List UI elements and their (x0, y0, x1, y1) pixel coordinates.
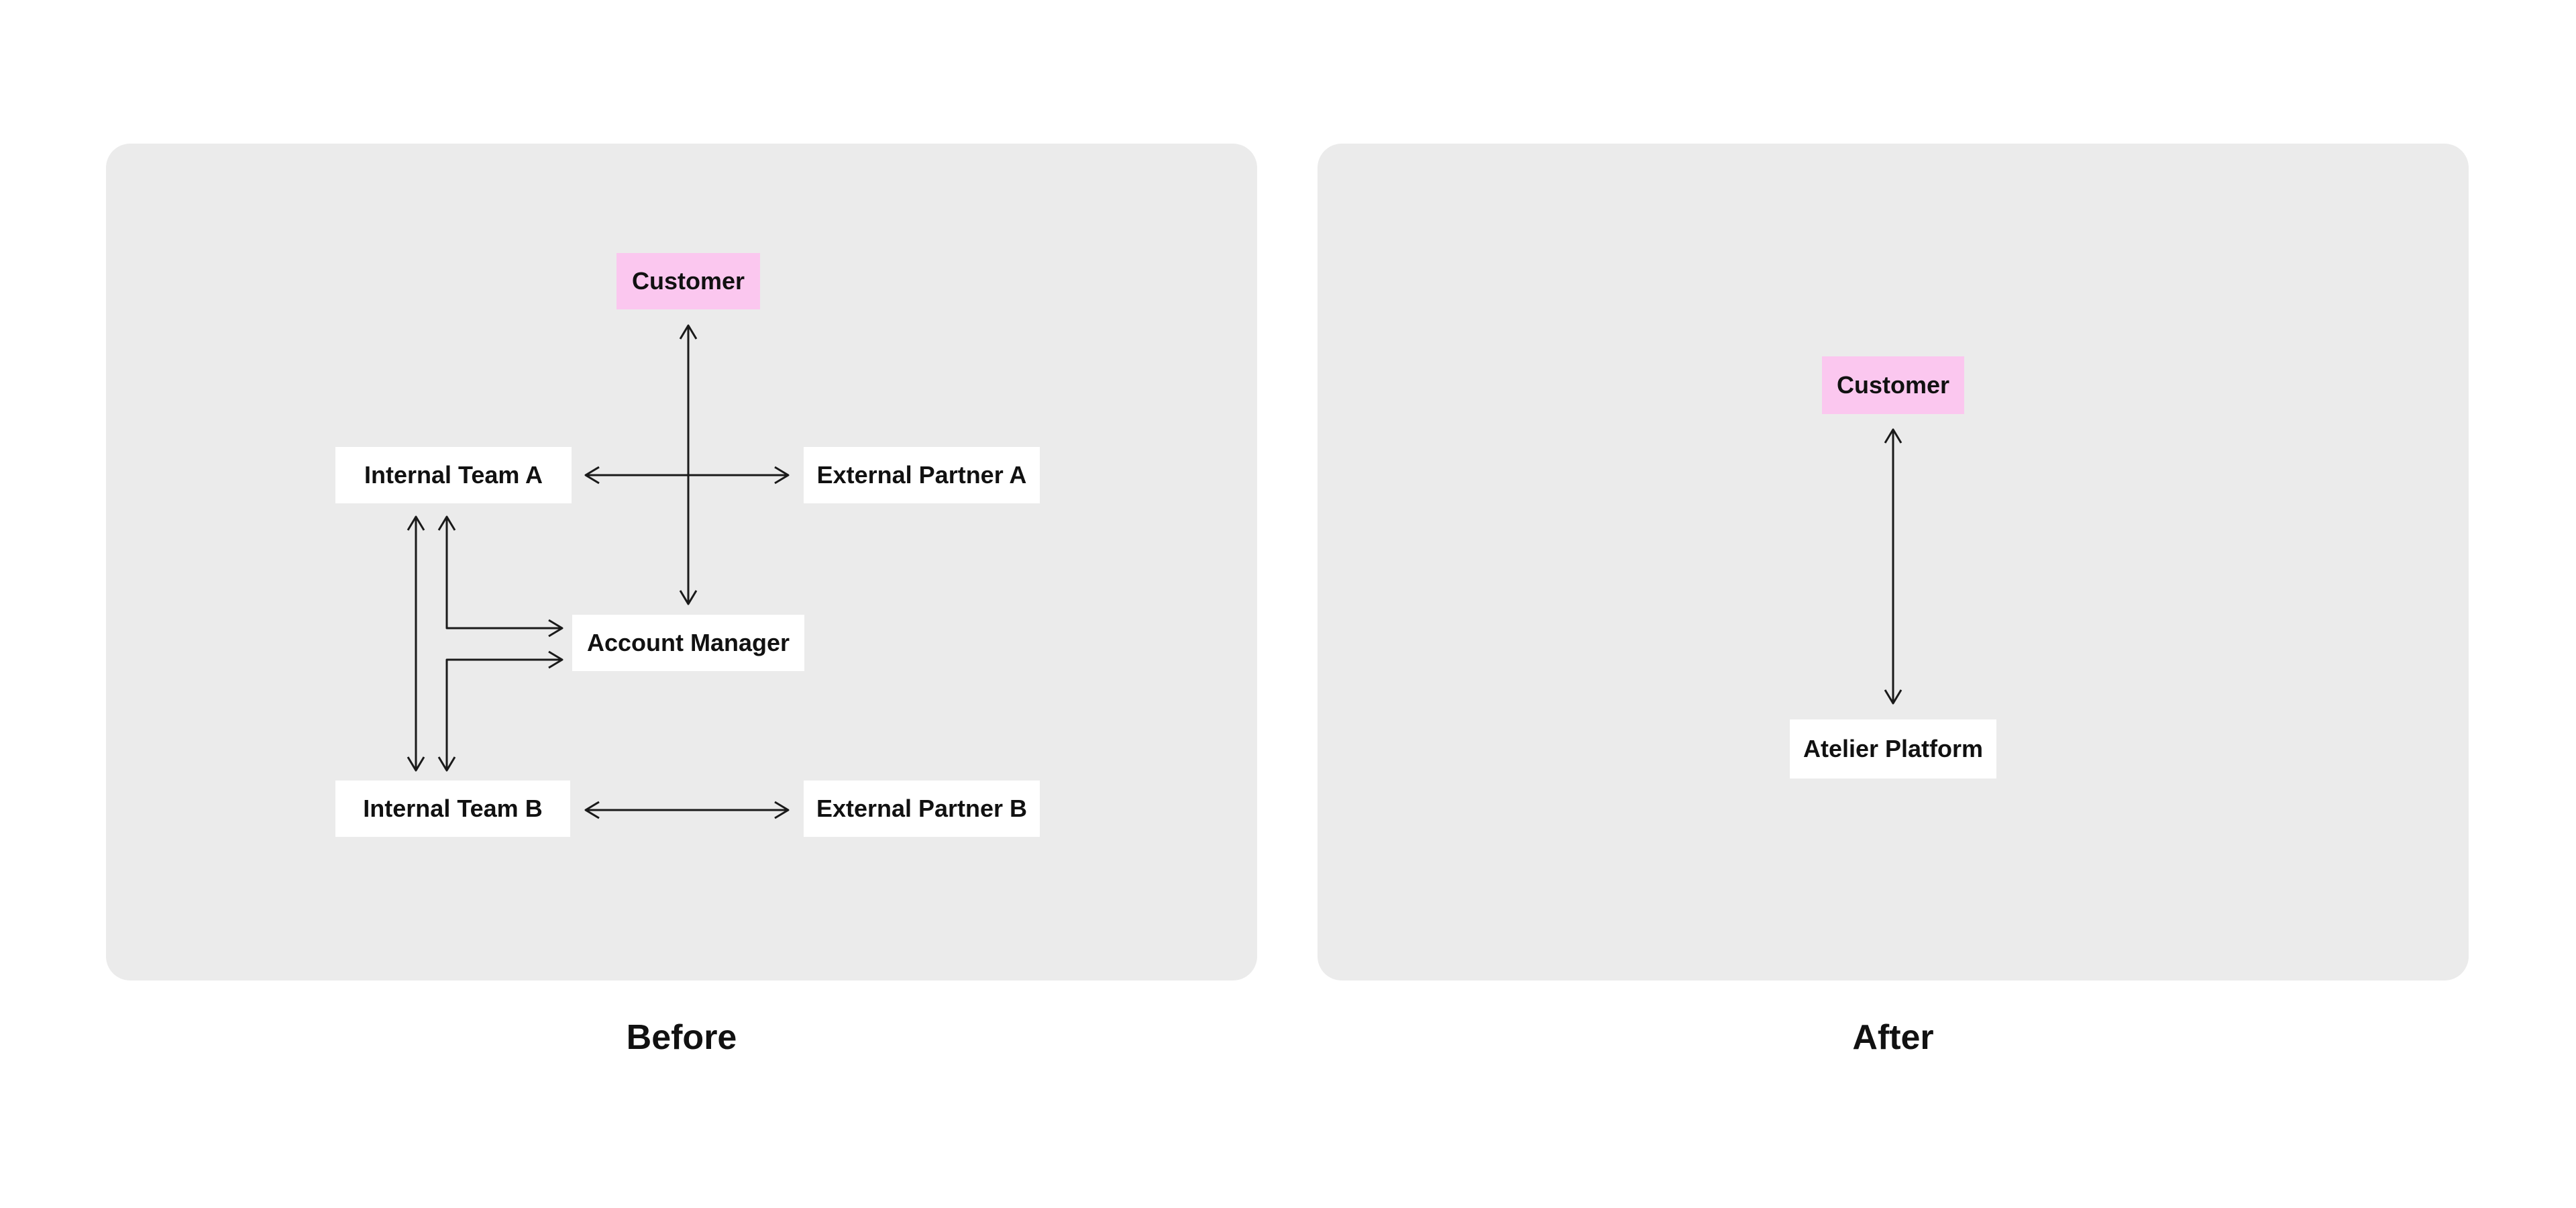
edge-internal-team-b-external-partner-b (584, 801, 790, 819)
edge-customer-account-manager (679, 324, 698, 605)
node-internal-team-a: Internal Team A (335, 447, 572, 503)
panel-caption-before: Before (626, 1018, 737, 1057)
node-atelier-platform: Atelier Platform (1790, 719, 1996, 778)
node-external-partner-a: External Partner A (804, 447, 1040, 503)
edge-internal-team-b-account-manager (437, 650, 564, 772)
node-customer-after: Customer (1822, 356, 1964, 414)
panel-caption-after: After (1852, 1018, 1934, 1057)
node-customer-before: Customer (616, 253, 760, 309)
node-external-partner-b: External Partner B (804, 781, 1040, 837)
edge-internal-team-a-account-manager (437, 515, 564, 638)
edge-customer-atelier-platform (1884, 428, 1902, 705)
edge-internal-team-a-internal-team-b (407, 515, 425, 772)
edge-internal-team-a-external-partner-a (584, 466, 790, 485)
node-account-manager: Account Manager (572, 615, 804, 671)
node-internal-team-b: Internal Team B (335, 781, 570, 837)
